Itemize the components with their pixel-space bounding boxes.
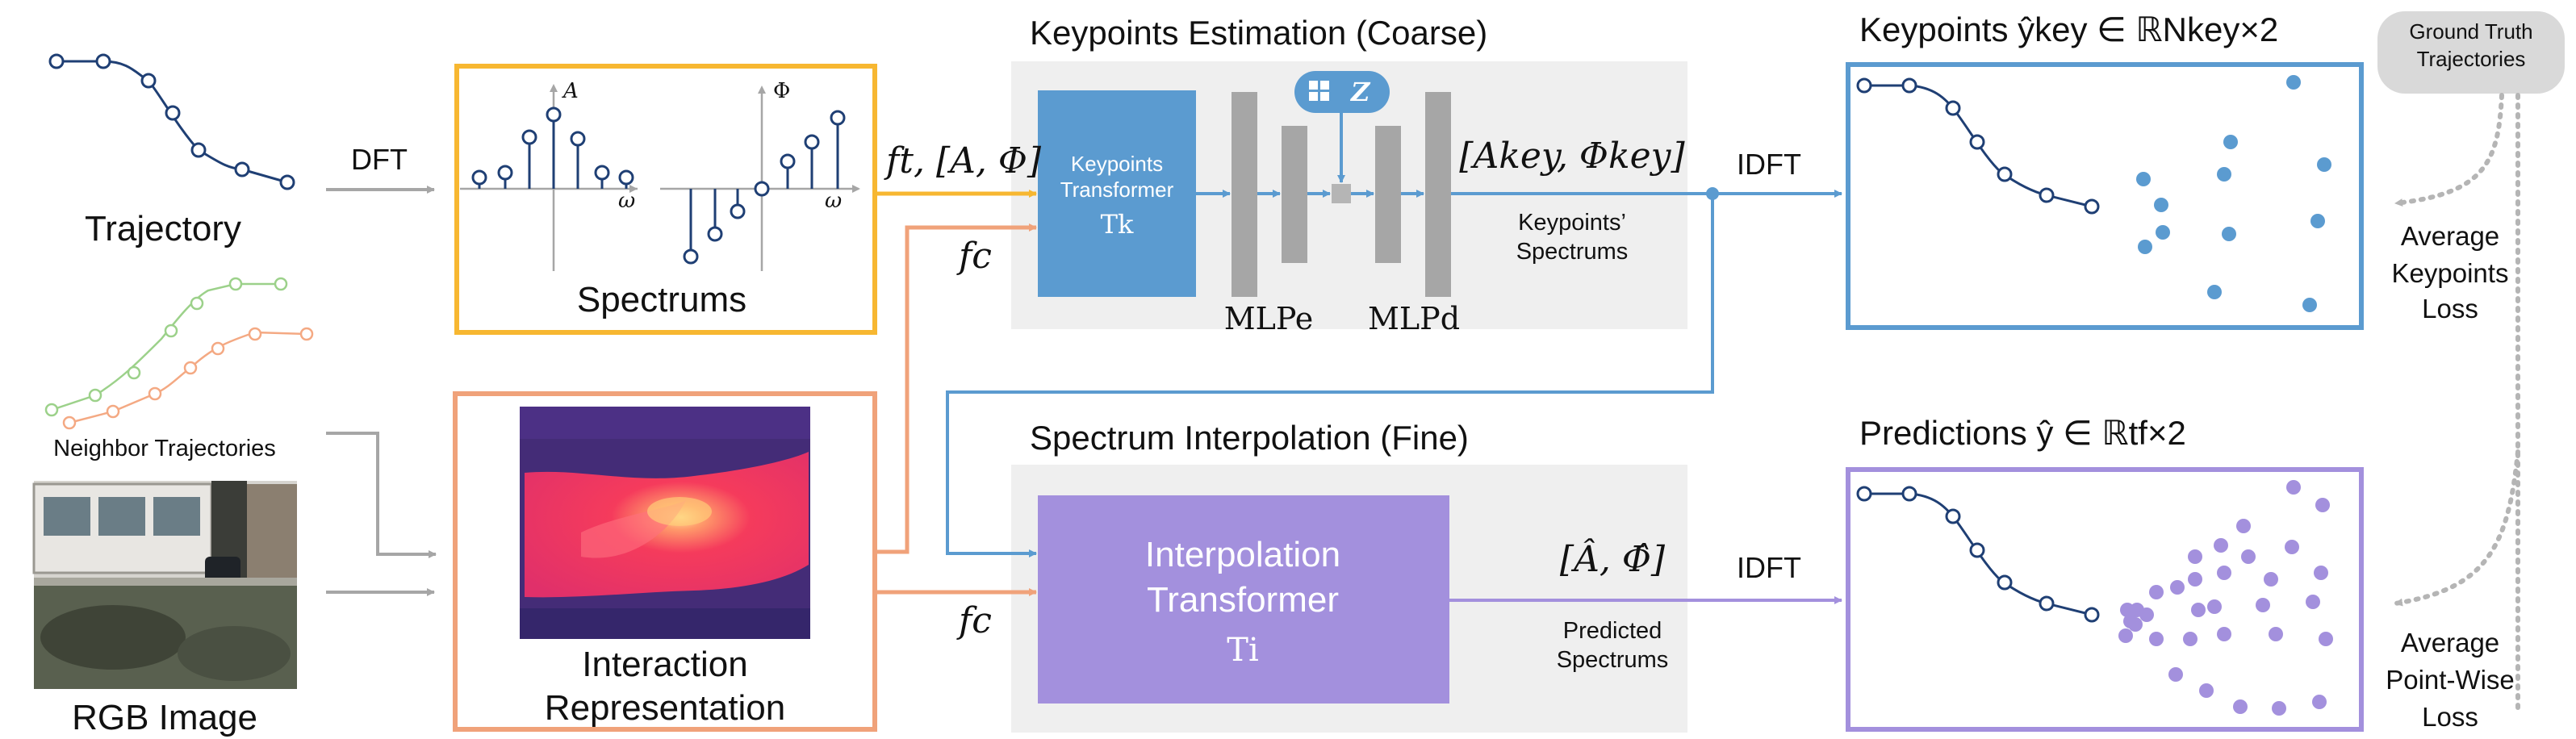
neighbor-trajectories-label: Neighbor Trajectories [53, 436, 276, 461]
keypoints-spectrums-line1: Keypoints’ [1518, 210, 1626, 236]
predictions-output-box [1846, 467, 2364, 732]
interaction-label-line1: Interaction [582, 645, 748, 684]
neighbor-trajectories-plot [44, 277, 314, 430]
coarse-stage-title: Keypoints Estimation (Coarse) [1030, 14, 1488, 52]
keypoints-spectrums-line2: Spectrums [1516, 239, 1629, 265]
predictions-points [2118, 480, 2333, 716]
fine-stage-title: Spectrum Interpolation (Fine) [1030, 419, 1469, 457]
trajectory-plot [48, 53, 295, 190]
omega-label-phase: ω [825, 189, 843, 213]
keypoints-history [1856, 77, 2100, 215]
dice-icon [1309, 81, 1329, 101]
keypoints-output-box [1846, 62, 2364, 330]
fc-label-lower: fc [959, 600, 992, 641]
loss-connectors [2393, 93, 2520, 716]
idft-label-top: IDFT [1737, 148, 1801, 181]
omega-label-amplitude: ω [618, 189, 636, 213]
neighbor-arrow [326, 432, 437, 558]
predictions-output-title: Predictions ŷ ∈ ℝtf×2 [1859, 414, 2186, 452]
keypoints-spectrum-formula: [Akey, Φkey] [1459, 136, 1685, 177]
pointwise-loss-line2: Point-Wise [2386, 665, 2515, 695]
predicted-spectrum-formula: [Â, Φ̂] [1559, 539, 1666, 580]
keypoints-transformer-title-line2: Transformer [1060, 177, 1174, 202]
keypoints-to-interpolation-arrow [946, 194, 1714, 557]
interpolation-transformer-title-line1: Interpolation [1144, 535, 1341, 574]
predicted-spectrums-line1: Predicted [1562, 618, 1662, 644]
noise-z-pill [1294, 71, 1390, 113]
keypoints-transformer-block [1038, 90, 1196, 297]
keypoints-loss-line3: Loss [2422, 294, 2478, 324]
keypoints-points [2136, 75, 2331, 312]
predicted-spectrums-line2: Spectrums [1556, 647, 1669, 673]
latent-bar [1332, 184, 1351, 203]
interaction-label-line2: Representation [544, 688, 786, 728]
mlp-e-bar-2 [1282, 126, 1307, 263]
amplitude-plot [460, 84, 638, 271]
keypoints-loss-line2: Keypoints [2391, 258, 2509, 288]
keypoints-transformer-symbol: Tk [1100, 209, 1134, 240]
spectrums-label: Spectrums [576, 280, 747, 319]
keypoints-loss-line1: Average [2400, 221, 2500, 251]
interpolation-transformer-symbol: Ti [1227, 632, 1259, 669]
fc-arrow-upper [875, 223, 1037, 554]
trajectory-label: Trajectory [85, 209, 241, 248]
mlp-d-bar-1 [1375, 126, 1401, 263]
ft-label: ft, [A, Φ] [886, 140, 1042, 182]
pointwise-loss-line3: Loss [2422, 702, 2478, 732]
interpolation-transformer-block [1038, 495, 1449, 704]
ground-truth-pill [2377, 11, 2565, 94]
idft-label-bottom: IDFT [1737, 551, 1801, 584]
mlp-connectors [1196, 111, 1424, 198]
ground-truth-line1: Ground Truth [2409, 19, 2533, 44]
mlp-d-bar-2 [1425, 92, 1451, 297]
keypoints-output-title: Keypoints ŷkey ∈ ℝNkey×2 [1859, 10, 2279, 48]
phase-plot [660, 86, 860, 271]
mlp-e-label: MLPe [1223, 301, 1314, 336]
ground-truth-line2: Trajectories [2416, 47, 2526, 71]
fc-label-upper: fc [959, 236, 992, 277]
rgb-image-label: RGB Image [72, 698, 257, 737]
z-label: Z [1351, 77, 1370, 107]
phase-axis-label: Φ [773, 79, 791, 103]
predictions-history [1856, 486, 2100, 623]
interpolation-transformer-title-line2: Transformer [1147, 580, 1339, 620]
mlp-d-label: MLPd [1367, 301, 1461, 336]
spectrums-box [454, 64, 877, 335]
dft-label: DFT [351, 143, 408, 176]
rgb-image [32, 481, 297, 689]
mlp-e-bar-1 [1232, 92, 1257, 297]
interaction-heatmap [520, 407, 810, 639]
amplitude-axis-label: A [563, 79, 579, 103]
keypoints-transformer-title-line1: Keypoints [1070, 152, 1164, 176]
pointwise-loss-line1: Average [2400, 628, 2500, 658]
